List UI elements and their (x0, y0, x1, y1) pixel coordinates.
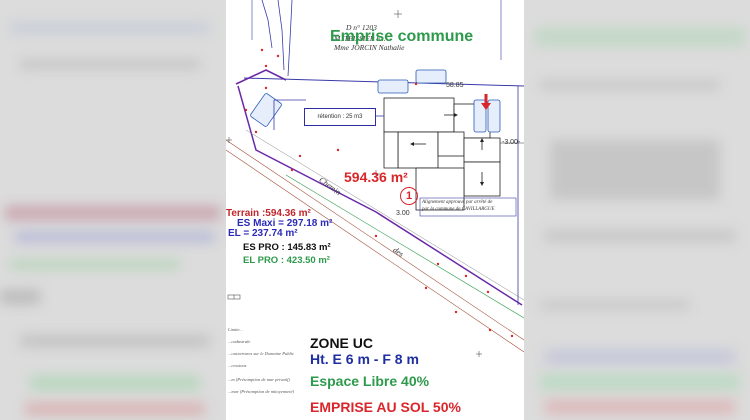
zone-height: Ht. E 6 m - F 8 m (310, 351, 419, 367)
owner-line-1: M. TEISSIER F... (334, 34, 386, 43)
retention-label: rétention : 25 m3 (317, 114, 363, 120)
dimension-side: 3.00 (396, 210, 410, 217)
zone-emprise-sol: EMPRISE AU SOL 50% (310, 399, 461, 415)
stat-el: EL = 237.74 m² (228, 228, 298, 239)
legend-item: ...cessions (228, 363, 247, 368)
parcel-number: D n° 1203 (346, 23, 377, 32)
stat-es-maxi: ES Maxi = 297.18 m² (237, 218, 333, 229)
zone-espace-libre: Espace Libre 40% (310, 373, 430, 389)
parcel-area-label: 594.36 m² (344, 169, 408, 185)
lot-number-badge: 1 (400, 187, 418, 205)
emprise-communale-label: Emprise commune (330, 28, 474, 45)
stat-terrain: Terrain :594.36 m² (226, 208, 311, 219)
legend-item: ...cadastrale (228, 339, 251, 344)
stat-es-pro: ES PRO : 145.83 m² (243, 242, 331, 253)
dimension-top: 58.85 (446, 82, 464, 89)
arrete-note-line-1: Alignement approuvé par arrêté de (422, 200, 493, 205)
retention-box: rétention : 25 m3 (304, 108, 376, 126)
dimension-right: -3.00- (502, 139, 521, 146)
legend-item: Limite... (228, 327, 243, 332)
legend-item: ...m (Présomption de mur privatif) (228, 377, 290, 382)
plan-drawing (226, 0, 524, 357)
zone-title: ZONE UC (310, 335, 373, 351)
stat-el-pro: EL PRO : 423.50 m² (243, 255, 330, 266)
legend-item: ...ousvertures sur le Domaine Public (228, 351, 294, 356)
plan-sheet: D n° 1203 M. TEISSIER F... Mme JORCIN Na… (226, 0, 524, 420)
lot-number: 1 (405, 190, 413, 202)
arrete-note-line-2: par la commune de CAVILLARGUE (422, 207, 495, 212)
legend-item: ...mar (Présomption de mitoyenneté) (228, 389, 294, 394)
owner-line-2: Mme JORCIN Nathalie (334, 43, 405, 52)
